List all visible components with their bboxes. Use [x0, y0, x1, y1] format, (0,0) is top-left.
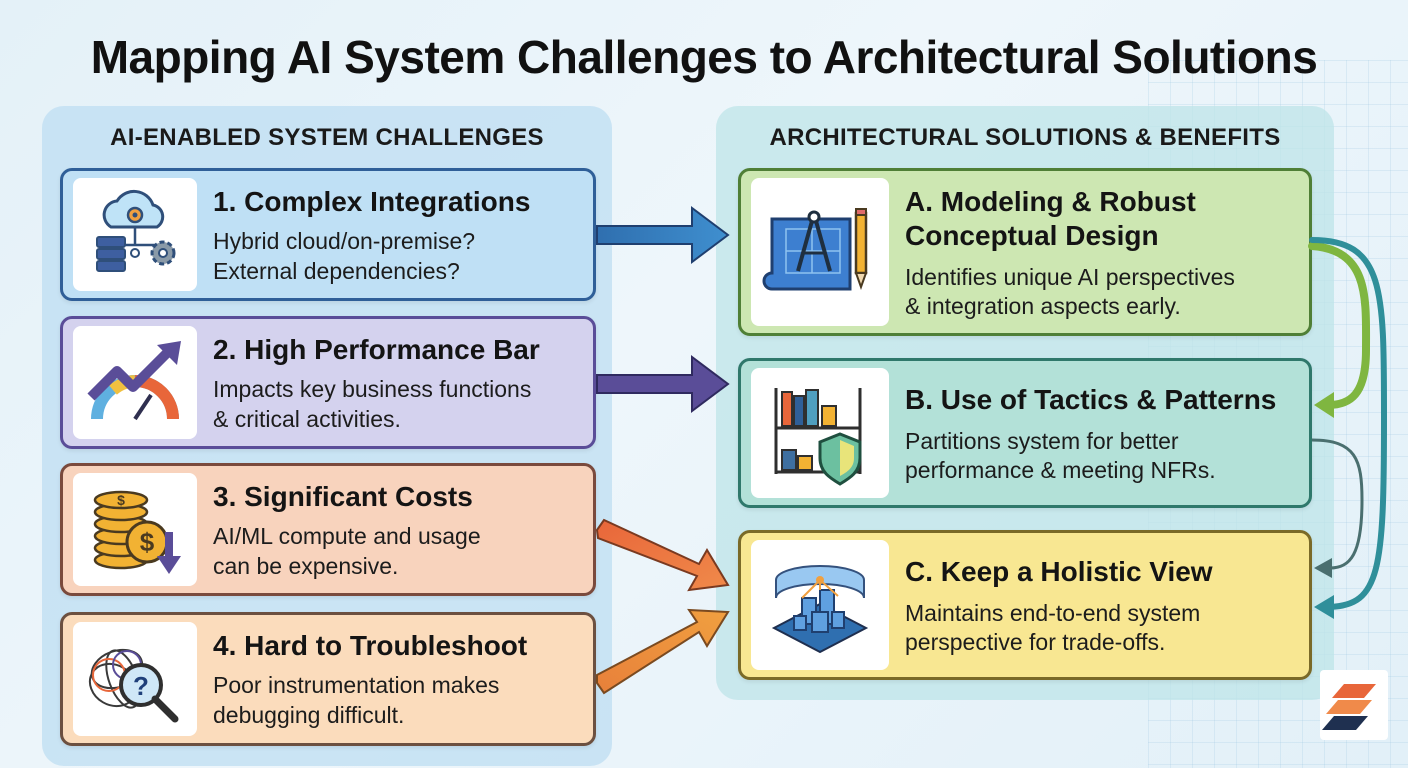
curve-a-to-c-head — [1314, 595, 1334, 619]
curve-a-to-b — [1312, 246, 1366, 405]
arrow-1-to-a — [597, 208, 728, 262]
curve-a-to-c — [1312, 240, 1384, 607]
brand-logo-icon — [1320, 670, 1388, 740]
curve-b-to-c — [1312, 440, 1362, 568]
arrow-4-to-c — [597, 610, 728, 693]
curve-a-to-b-head — [1314, 392, 1334, 418]
arrow-3-to-c — [597, 520, 728, 590]
curve-b-to-c-head — [1314, 558, 1332, 578]
arrow-2-to-b — [597, 357, 728, 411]
